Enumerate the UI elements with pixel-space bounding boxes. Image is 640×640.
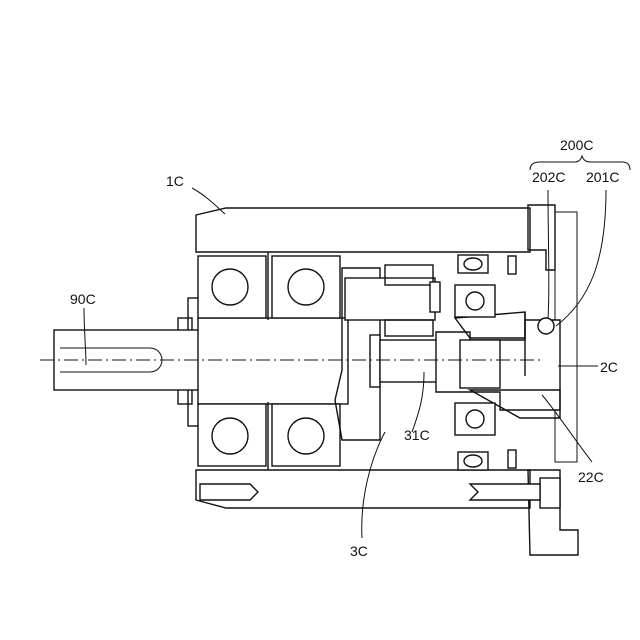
label-201c: 201C	[586, 169, 619, 185]
label-31c: 31C	[404, 427, 430, 443]
label-200c: 200C	[560, 137, 593, 153]
label-202c: 202C	[532, 169, 565, 185]
label-90c: 90C	[70, 291, 96, 307]
input-unit	[436, 312, 560, 418]
housing-top	[196, 208, 530, 252]
label-22c: 22C	[578, 469, 604, 485]
output-shaft	[54, 318, 348, 404]
bolts	[200, 484, 540, 500]
lower-bearings	[198, 402, 340, 470]
label-1c: 1C	[166, 173, 184, 189]
label-3c: 3C	[350, 543, 368, 559]
upper-bearings	[198, 252, 340, 320]
label-2c: 2C	[600, 359, 618, 375]
carrier-body	[335, 265, 440, 440]
